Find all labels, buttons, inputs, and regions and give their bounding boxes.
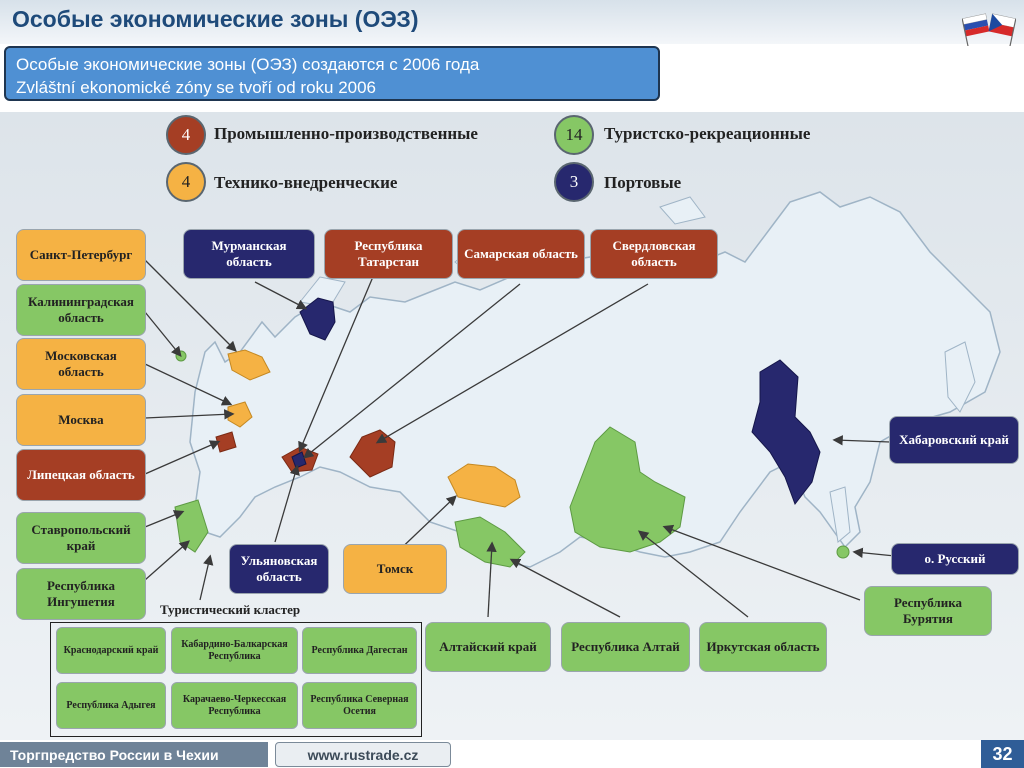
footer-url-link[interactable]: www.rustrade.cz: [275, 742, 451, 767]
box-kaliningrad: Калининградская область: [16, 284, 146, 336]
box-stavropol: Ставропольский край: [16, 512, 146, 564]
legend-count-port: 3: [554, 162, 594, 202]
subtitle-line-ru: Особые экономические зоны (ОЭЗ) создаютс…: [16, 55, 480, 74]
box-moscow: Москва: [16, 394, 146, 446]
box-altai-rep: Республика Алтай: [561, 622, 690, 672]
legend-label-tourist: Туристско-рекреационные: [604, 124, 811, 143]
flags-icon: [962, 13, 1016, 46]
subtitle-line-cz: Zvláštní ekonomické zóny se tvoří od rok…: [16, 78, 377, 97]
region-ulyanovsk: [291, 451, 307, 469]
box-buryatia: Республика Бурятия: [864, 586, 992, 636]
box-altai-krai: Алтайский край: [425, 622, 551, 672]
legend-label-industrial: Промышленно-производственные: [214, 124, 478, 143]
cluster-item: Республика Дагестан: [302, 627, 417, 674]
legend-label-technical: Технико-внедренческие: [214, 173, 398, 192]
top-bar: [0, 0, 1024, 44]
box-lipetsk: Липецкая область: [16, 449, 146, 501]
box-irkutsk: Иркутская область: [699, 622, 827, 672]
cluster-item: Республика Адыгея: [56, 682, 166, 729]
tourist-cluster-frame: [50, 622, 422, 737]
region-buryatia-irkutsk: [569, 426, 686, 553]
legend-count-industrial: 4: [166, 115, 206, 155]
box-ulyanovsk: Ульяновская область: [229, 544, 329, 594]
russky-dot: [836, 545, 850, 559]
legend-label-port: Портовые: [604, 173, 682, 192]
cluster-item: Республика Северная Осетия: [302, 682, 417, 729]
box-samara: Самарская область: [457, 229, 585, 279]
cluster-item: Кабардино-Балкарская Республика: [171, 627, 298, 674]
box-moscow-obl: Московская область: [16, 338, 146, 390]
box-spb: Санкт-Петербург: [16, 229, 146, 281]
box-tomsk: Томск: [343, 544, 447, 594]
region-tomsk: [447, 463, 521, 508]
cluster-item: Карачаево-Черкесская Республика: [171, 682, 298, 729]
tourist-cluster-label: Туристический кластер: [160, 602, 301, 617]
box-tatarstan: Республика Татарстан: [324, 229, 453, 279]
box-murmansk: Мурманская область: [183, 229, 315, 279]
cluster-item: Краснодарский край: [56, 627, 166, 674]
legend-count-tourist: 14: [554, 115, 594, 155]
slide-title: Особые экономические зоны (ОЭЗ): [12, 6, 419, 32]
footer-org-name: Торгпредство России в Чехии: [0, 742, 268, 767]
region-khabarovsk: [751, 359, 821, 506]
page-number: 32: [981, 740, 1024, 768]
box-sverdlovsk: Свердловская область: [590, 229, 718, 279]
box-ingushetia: Республика Ингушетия: [16, 568, 146, 620]
region-spb: [227, 349, 271, 381]
box-khabarovsk: Хабаровский край: [889, 416, 1019, 464]
legend-count-technical: 4: [166, 162, 206, 202]
box-russky: о. Русский: [891, 543, 1019, 575]
region-murmansk: [299, 297, 336, 341]
subtitle-box: Особые экономические зоны (ОЭЗ) создаютс…: [4, 46, 660, 101]
